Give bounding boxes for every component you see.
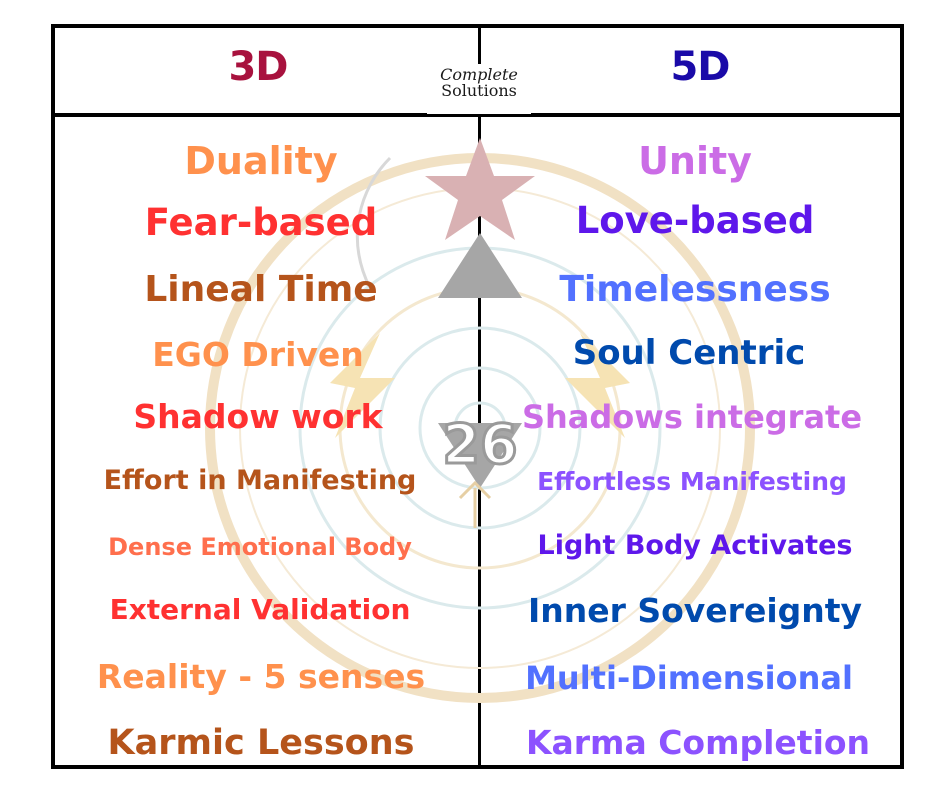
right-item-love-based: Love-based <box>575 199 815 242</box>
left-item-lineal-time: Lineal Time <box>144 269 378 310</box>
right-item-soul-centric: Soul Centric <box>572 333 806 373</box>
left-item-external-validation: External Validation <box>109 593 411 626</box>
logo-line-1: Complete <box>440 65 518 84</box>
left-item-ego-driven: EGO Driven <box>152 335 364 374</box>
right-item-light-body-activates: Light Body Activates <box>537 530 853 561</box>
left-item-dense-emotional-body: Dense Emotional Body <box>108 533 412 561</box>
header-5d-title: 5D <box>670 44 730 90</box>
logo-line-2: Solutions <box>441 81 517 100</box>
table-header: 3D 5D Complete Solutions <box>55 28 900 117</box>
header-3d-title: 3D <box>228 44 288 90</box>
right-item-karma-completion: Karma Completion <box>525 723 871 762</box>
right-item-unity: Unity <box>638 139 752 183</box>
complete-solutions-logo: Complete Solutions <box>427 64 531 114</box>
comparison-rows: Duality Unity Fear-based Love-based Line… <box>55 117 900 765</box>
left-item-reality-5-senses: Reality - 5 senses <box>96 657 426 696</box>
right-item-inner-sovereignty: Inner Sovereignty <box>527 591 863 630</box>
left-item-effort-in-manifesting: Effort in Manifesting <box>103 465 417 496</box>
right-item-multi-dimensional: Multi-Dimensional <box>525 659 853 697</box>
right-item-timelessness: Timelessness <box>559 269 831 310</box>
left-item-fear-based: Fear-based <box>144 201 378 244</box>
comparison-table: 3D 5D Complete Solutions 26 Duality Unit… <box>51 24 904 769</box>
left-item-duality: Duality <box>184 139 338 183</box>
right-item-effortless-manifesting: Effortless Manifesting <box>537 467 847 496</box>
left-item-shadow-work: Shadow work <box>133 397 383 436</box>
right-item-shadows-integrate: Shadows integrate <box>521 398 863 436</box>
left-item-karmic-lessons: Karmic Lessons <box>107 723 415 763</box>
